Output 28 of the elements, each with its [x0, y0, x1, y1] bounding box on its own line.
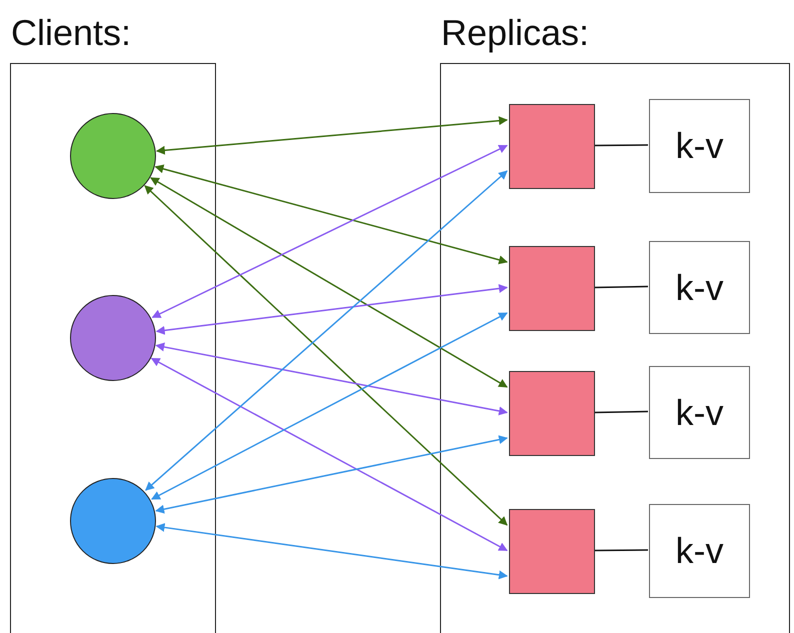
store-box [649, 241, 750, 334]
store-box [649, 504, 750, 598]
connector-line [594, 549, 648, 552]
connector-line [594, 410, 648, 414]
store-label: k-v [676, 125, 724, 167]
double-arrow [156, 116, 508, 155]
double-arrow [156, 523, 508, 580]
double-arrow [152, 144, 508, 318]
store-box [649, 99, 750, 193]
replica-square [509, 246, 595, 331]
double-arrow [150, 177, 508, 388]
double-arrow [154, 164, 508, 264]
store-label: k-v [676, 266, 724, 308]
double-arrow [151, 312, 508, 500]
panel-heading: Replicas: [441, 12, 590, 54]
double-arrow [155, 435, 508, 514]
double-arrow [150, 358, 508, 552]
replica-square [509, 371, 595, 456]
connector-line [594, 286, 648, 288]
double-arrow [155, 342, 508, 416]
store-box [649, 366, 750, 459]
store-label: k-v [676, 392, 724, 434]
panel-heading: Clients: [11, 12, 132, 54]
double-arrow [156, 284, 508, 335]
replica-square [509, 509, 595, 594]
replica-square [509, 104, 595, 189]
connector-line [594, 144, 648, 146]
store-label: k-v [676, 530, 724, 572]
